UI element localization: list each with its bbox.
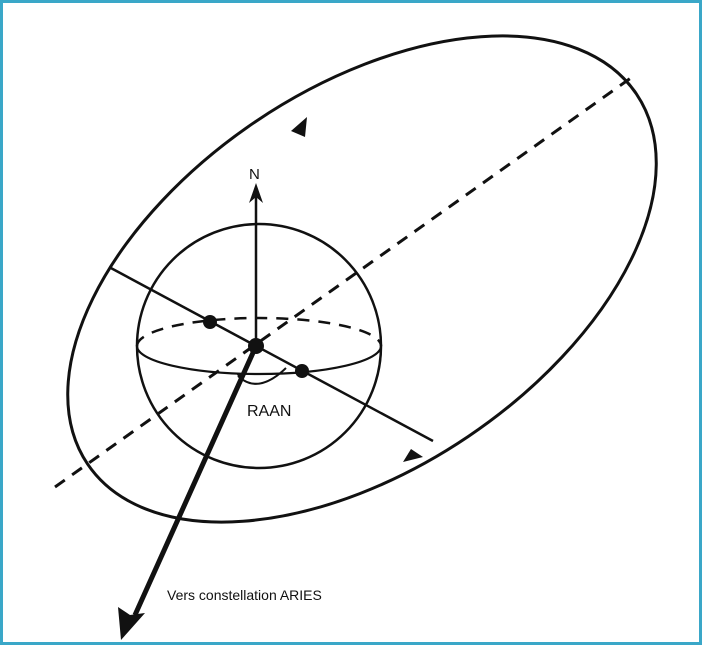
orbit-diagram: N RAAN Vers constellation ARIES xyxy=(3,3,702,648)
orbit-ellipse xyxy=(3,3,702,622)
earth-center-point xyxy=(248,338,264,354)
orbit-direction-arrow-top xyxy=(291,117,307,137)
descending-node-point xyxy=(295,364,309,378)
apsides-line-dashed xyxy=(55,75,635,487)
ascending-node-point xyxy=(203,315,217,329)
raan-label: RAAN xyxy=(247,403,291,420)
north-label: N xyxy=(249,166,260,183)
aries-label: Vers constellation ARIES xyxy=(167,587,322,603)
orbit-direction-arrow-bottom xyxy=(403,449,423,462)
aries-arrowhead xyxy=(118,607,145,640)
